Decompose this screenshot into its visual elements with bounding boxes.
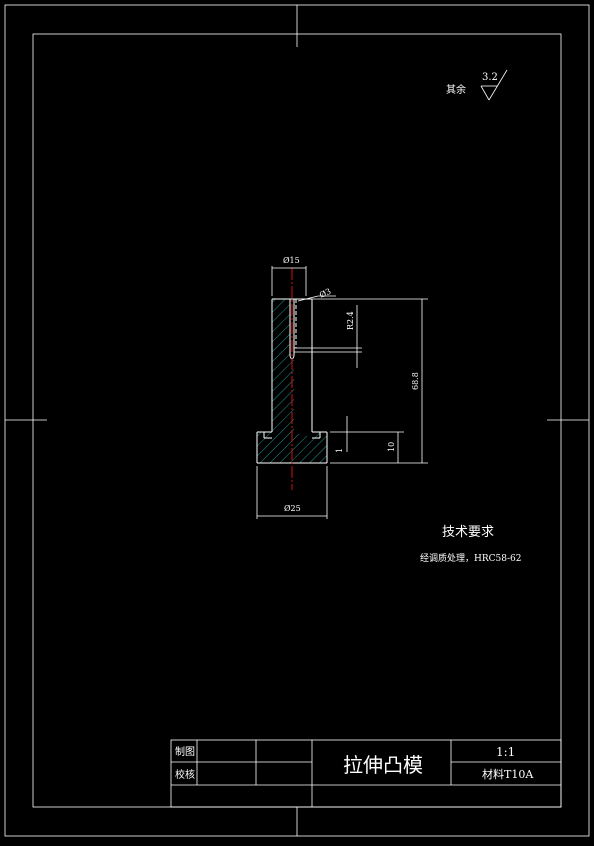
- title-block: [170, 739, 562, 808]
- centering-marks: [5, 5, 589, 836]
- checked-by-label: 校核: [175, 768, 195, 781]
- roughness-value: 3.2: [482, 72, 498, 83]
- part-section: [256, 268, 328, 490]
- inner-frame: [32, 33, 562, 808]
- tech-requirements-line: 经调质处理，HRC58-62: [420, 552, 521, 564]
- tech-requirements-title: 技术要求: [442, 525, 494, 540]
- base-height-label: 10: [387, 442, 396, 452]
- step-height-label: 1: [335, 448, 344, 453]
- title-block-text: 制图 校核 拉伸凸模 1:1 材料T10A: [175, 745, 534, 781]
- technical-requirements: 技术要求 经调质处理，HRC58-62: [420, 525, 521, 564]
- material-value: 材料T10A: [482, 767, 534, 781]
- surface-finish-note: 其余 3.2: [446, 69, 508, 101]
- dimensions: [256, 266, 428, 519]
- outer-border: [4, 4, 590, 837]
- overall-height-label: 68.8: [411, 372, 420, 390]
- part-name: 拉伸凸模: [343, 753, 423, 777]
- surface-finish-label: 其余: [446, 83, 466, 96]
- bottom-diameter-label: Ø25: [284, 504, 301, 513]
- hole-diameter-label: Ø3: [318, 287, 332, 300]
- scale-value: 1:1: [496, 745, 515, 759]
- drawn-by-label: 制图: [175, 745, 195, 758]
- dimension-labels: Ø15 Ø25 Ø3 R2.4 68.8 10 1: [283, 256, 420, 513]
- top-diameter-label: Ø15: [283, 256, 300, 265]
- slot-dimension-label: R2.4: [346, 311, 355, 330]
- roughness-symbol: [480, 69, 508, 101]
